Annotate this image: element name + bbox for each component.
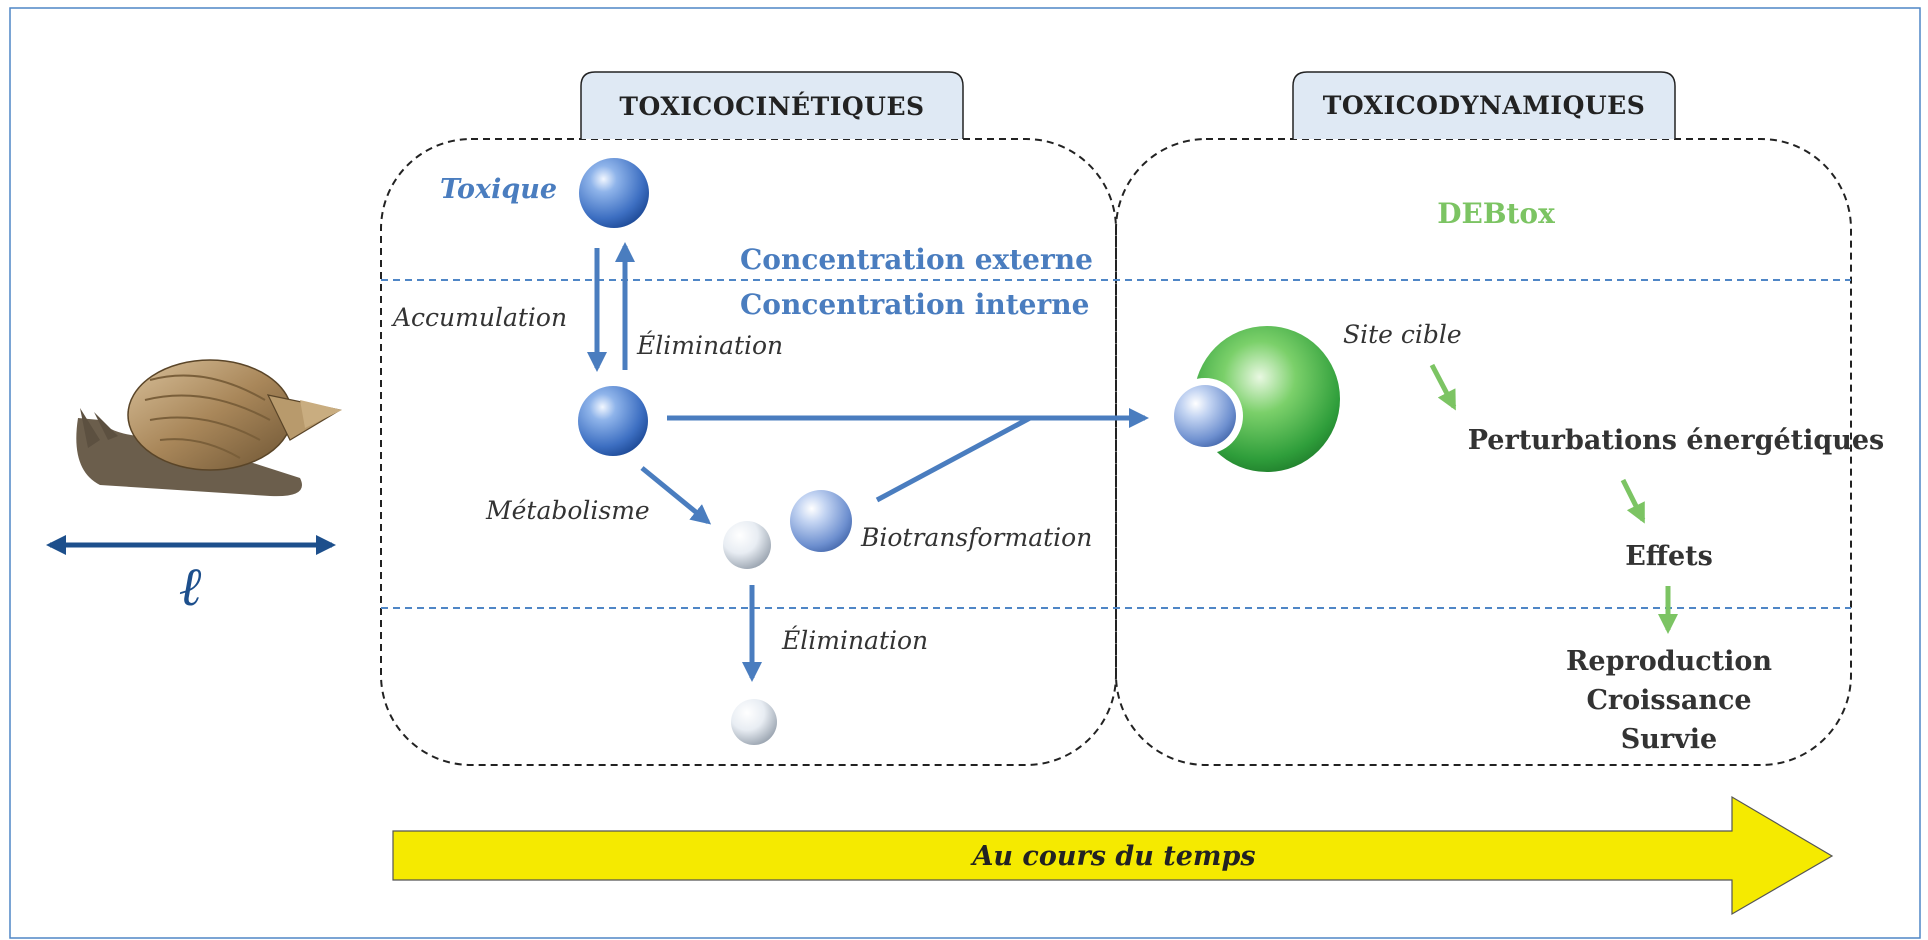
outcome-reproduction: Reproduction [1566, 646, 1772, 677]
outcome-growth: Croissance [1586, 685, 1751, 716]
outer-frame [9, 7, 1921, 939]
bound-molecule-core [1174, 385, 1236, 447]
accumulation-label: Accumulation [391, 303, 567, 332]
metabolite-sphere-icon [723, 521, 771, 569]
target-to-energy-arrow [1429, 363, 1457, 411]
effects-label: Effets [1625, 541, 1713, 572]
elimination-down-label: Élimination [781, 626, 928, 655]
dynamics-title-tab: TOXICODYNAMIQUES [1292, 71, 1676, 139]
timeline-label: Au cours du temps [969, 841, 1255, 872]
internal-concentration-label: Concentration interne [740, 288, 1089, 321]
metabolism-label: Métabolisme [485, 496, 650, 525]
target-site-label: Site cible [1343, 320, 1462, 349]
outcome-survival: Survie [1621, 724, 1717, 755]
internal-molecule-sphere-icon [578, 386, 648, 456]
toxique-label: Toxique [440, 174, 557, 205]
energy-to-effects-arrow [1620, 478, 1646, 524]
kinetics-title-tab: TOXICOCINÉTIQUES [580, 71, 964, 139]
kinetics-title: TOXICOCINÉTIQUES [619, 92, 924, 121]
debtox-label: DEBtox [1437, 197, 1555, 230]
biotransformation-link [875, 415, 1032, 503]
external-concentration-label: Concentration externe [740, 243, 1093, 276]
dynamics-title: TOXICODYNAMIQUES [1323, 91, 1646, 120]
biotransformed-molecule-sphere-icon [790, 490, 852, 552]
snail-illustration [76, 359, 342, 497]
eliminated-metabolite-sphere-icon [731, 699, 777, 745]
energy-perturbation-label: Perturbations énergétiques [1468, 425, 1885, 456]
size-symbol: ℓ [179, 555, 202, 618]
elimination-up-label: Élimination [636, 331, 783, 360]
biotransformation-label: Biotransformation [860, 523, 1092, 552]
timeline-arrow [392, 795, 1834, 916]
toxic-molecule-sphere-icon [579, 158, 649, 228]
kinetics-panel [380, 138, 1117, 766]
metabolism-arrow [640, 466, 712, 525]
